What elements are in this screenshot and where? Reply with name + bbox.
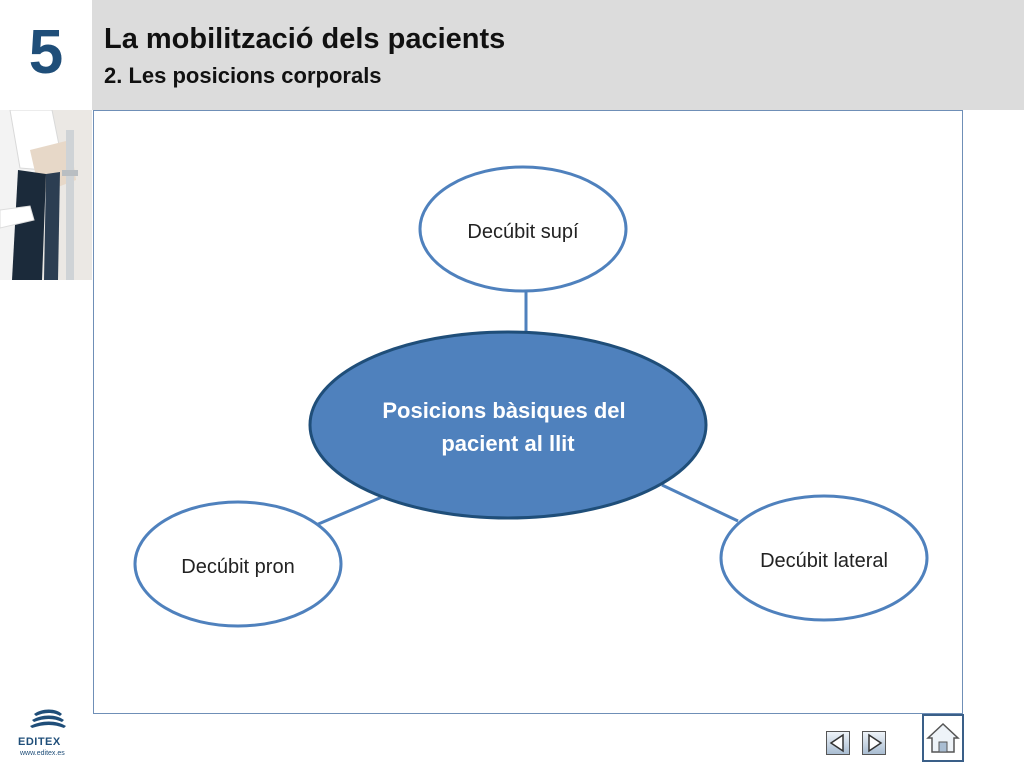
node-top-label: Decúbit supí <box>467 221 579 243</box>
connector-right <box>661 483 739 523</box>
node-right-ellipse <box>719 494 929 622</box>
content-frame: Decúbit supí Decúbit pron Decúbit latera… <box>93 110 963 714</box>
previous-slide-button[interactable] <box>826 731 850 755</box>
chapter-box: 5 <box>0 0 92 110</box>
positions-diagram: Decúbit supí Decúbit pron Decúbit latera… <box>133 165 929 628</box>
node-left-label: Decúbit pron <box>181 556 294 578</box>
home-icon <box>926 722 960 753</box>
center-node-ellipse <box>308 330 708 520</box>
node-left-ellipse <box>133 500 343 628</box>
editex-logo-icon <box>30 709 66 728</box>
home-button[interactable] <box>922 714 964 762</box>
prev-arrow-icon <box>829 733 844 753</box>
slide-header <box>0 0 1024 110</box>
node-top-ellipse <box>418 165 628 293</box>
node-right-label: Decúbit lateral <box>760 550 888 572</box>
slide-subtitle: 2. Les posicions corporals <box>104 63 382 88</box>
next-slide-button[interactable] <box>862 731 886 755</box>
connector-left <box>315 495 383 527</box>
next-arrow-icon <box>868 733 883 753</box>
chapter-number: 5 <box>28 18 64 87</box>
patient-photo-graphic <box>0 110 92 280</box>
center-node-line1: Posicions bàsiques del <box>382 398 625 423</box>
logo-text: EDITEX <box>18 736 61 748</box>
logo-url: www.editex.es <box>20 750 65 757</box>
center-node-line2: pacient al llit <box>441 431 575 456</box>
slide-title: La mobilització dels pacients <box>104 23 506 55</box>
patient-photo <box>0 110 92 280</box>
